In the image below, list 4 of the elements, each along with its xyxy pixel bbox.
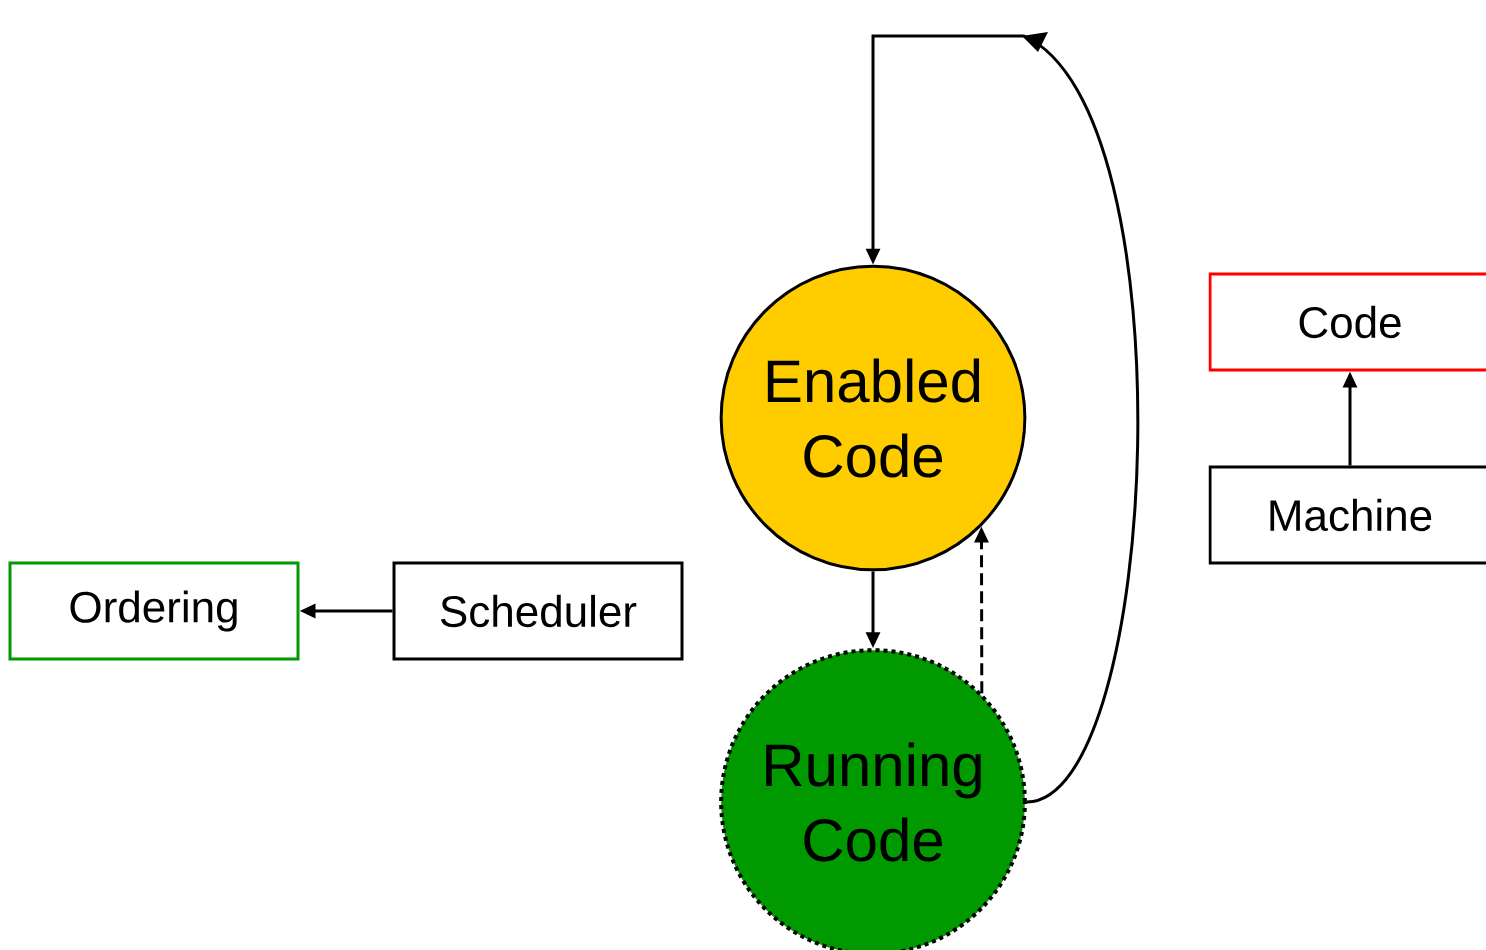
label-box: Ordering (8, 561, 300, 661)
label-box: Scheduler (392, 561, 684, 661)
label-box: Machine (1208, 465, 1486, 565)
label-box: Code (1208, 272, 1486, 372)
